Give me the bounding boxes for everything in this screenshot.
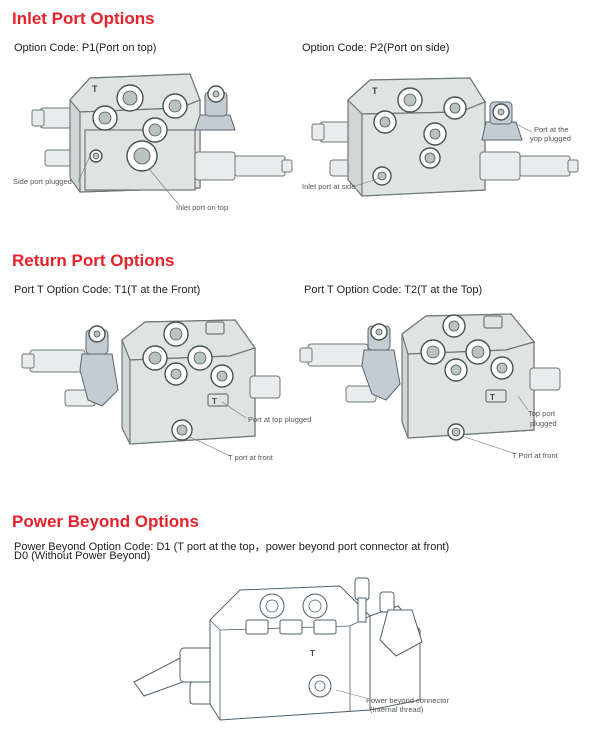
t1-callout-t-front: T port at front xyxy=(228,453,273,462)
return-section-title: Return Port Options xyxy=(12,251,175,270)
p2-t-mark: T xyxy=(372,86,378,96)
power-callout-connector: Power beyond connector xyxy=(366,696,449,705)
valve-p2-figure: T xyxy=(311,77,579,197)
p2-callout-port-top-1: Port at the xyxy=(534,125,569,134)
p1-callout-inlet-top: Inlet port on top xyxy=(176,203,229,212)
option-t1-label: Port T Option Code: T1(T at the Front) xyxy=(14,284,201,296)
t1-t-mark: T xyxy=(212,397,217,406)
t2-callout-top-port-1: Top port xyxy=(528,409,556,418)
valve-power-beyond-figure: T xyxy=(133,577,423,721)
option-d0-label: D0 (Without Power Beyond) xyxy=(14,550,151,562)
p2-callout-port-top-2: yop plugged xyxy=(530,134,571,143)
t1-callout-top-plugged: Port at top plugged xyxy=(248,415,312,424)
valve-p1-figure: T xyxy=(31,73,293,207)
option-d1-label: Power Beyond Option Code: D1 (T port at … xyxy=(14,541,450,553)
power-callout-internal-thread: (Internal thread) xyxy=(370,705,424,714)
t2-callout-t-front: T Port at front xyxy=(512,451,558,460)
valve-t1-figure: T xyxy=(21,319,281,457)
inlet-section-title: Inlet Port Options xyxy=(12,9,155,28)
p2-callout-inlet-side: Inlet port at side xyxy=(302,182,356,191)
option-p1-label: Option Code: P1(Port on top) xyxy=(14,42,157,54)
power-t-mark: T xyxy=(310,649,315,658)
t2-t-mark: T xyxy=(490,393,495,402)
option-p2-label: Option Code: P2(Port on side) xyxy=(302,42,450,54)
power-section-title: Power Beyond Options xyxy=(12,512,200,531)
p1-t-mark: T xyxy=(92,84,98,94)
t2-callout-top-port-2: plugged xyxy=(530,419,557,428)
valve-t2-figure: T xyxy=(299,313,561,455)
option-t2-label: Port T Option Code: T2(T at the Top) xyxy=(304,284,483,296)
p1-callout-side-port: Side port plugged xyxy=(13,177,72,186)
